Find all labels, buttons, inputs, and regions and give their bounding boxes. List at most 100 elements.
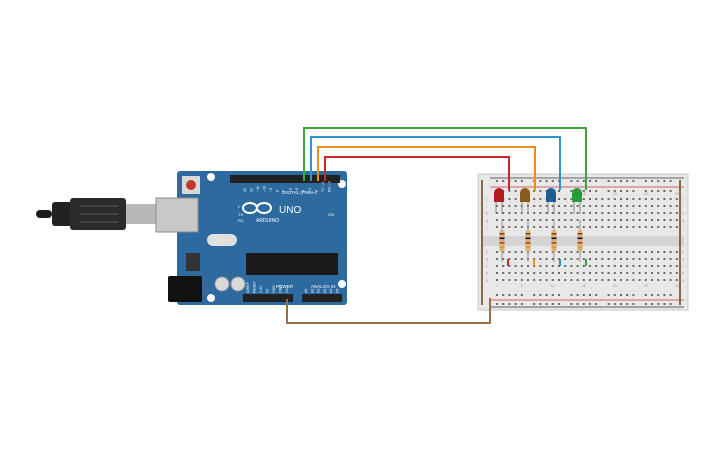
breadboard-hole[interactable] bbox=[632, 180, 635, 182]
breadboard-hole[interactable] bbox=[663, 279, 666, 281]
breadboard-hole[interactable] bbox=[675, 272, 678, 274]
breadboard-hole[interactable] bbox=[669, 180, 672, 182]
breadboard-hole[interactable] bbox=[496, 294, 498, 296]
breadboard-hole[interactable] bbox=[576, 251, 579, 253]
breadboard-hole[interactable] bbox=[564, 279, 567, 281]
breadboard-hole[interactable] bbox=[508, 258, 511, 260]
breadboard-hole[interactable] bbox=[607, 198, 610, 200]
breadboard-hole[interactable] bbox=[576, 272, 579, 274]
breadboard-hole[interactable] bbox=[638, 258, 641, 260]
breadboard-hole[interactable] bbox=[613, 272, 616, 274]
breadboard-hole[interactable] bbox=[638, 198, 641, 200]
breadboard-hole[interactable] bbox=[533, 212, 536, 214]
breadboard-hole[interactable] bbox=[626, 212, 629, 214]
breadboard-hole[interactable] bbox=[558, 303, 560, 305]
breadboard-hole[interactable] bbox=[551, 251, 554, 253]
breadboard-hole[interactable] bbox=[589, 251, 591, 253]
breadboard-hole[interactable] bbox=[576, 265, 579, 267]
breadboard-hole[interactable] bbox=[626, 279, 629, 281]
breadboard-hole[interactable] bbox=[496, 265, 498, 267]
breadboard-hole[interactable] bbox=[613, 198, 616, 200]
breadboard-hole[interactable] bbox=[632, 212, 635, 214]
breadboard-hole[interactable] bbox=[657, 294, 660, 296]
breadboard-hole[interactable] bbox=[502, 303, 505, 305]
breadboard-hole[interactable] bbox=[533, 205, 536, 207]
breadboard-hole[interactable] bbox=[669, 205, 672, 207]
breadboard-hole[interactable] bbox=[564, 272, 567, 274]
breadboard-hole[interactable] bbox=[657, 205, 660, 207]
breadboard-hole[interactable] bbox=[545, 205, 548, 207]
breadboard-hole[interactable] bbox=[551, 219, 554, 221]
breadboard-hole[interactable] bbox=[564, 226, 567, 228]
breadboard-hole[interactable] bbox=[601, 219, 604, 221]
breadboard-hole[interactable] bbox=[657, 272, 660, 274]
breadboard-hole[interactable] bbox=[545, 180, 548, 182]
breadboard-hole[interactable] bbox=[651, 303, 653, 305]
breadboard-hole[interactable] bbox=[669, 212, 672, 214]
breadboard-hole[interactable] bbox=[551, 205, 554, 207]
breadboard-hole[interactable] bbox=[570, 303, 573, 305]
resistor[interactable] bbox=[577, 220, 583, 262]
breadboard-hole[interactable] bbox=[657, 198, 660, 200]
wire-orange[interactable] bbox=[317, 146, 536, 190]
breadboard-hole[interactable] bbox=[657, 219, 660, 221]
breadboard-hole[interactable] bbox=[595, 180, 598, 182]
breadboard-hole[interactable] bbox=[576, 180, 579, 182]
breadboard-hole[interactable] bbox=[582, 279, 585, 281]
breadboard-hole[interactable] bbox=[632, 303, 635, 305]
breadboard-hole[interactable] bbox=[496, 180, 498, 182]
breadboard-hole[interactable] bbox=[508, 212, 511, 214]
breadboard-hole[interactable] bbox=[632, 226, 635, 228]
breadboard-hole[interactable] bbox=[675, 265, 678, 267]
breadboard-hole[interactable] bbox=[651, 272, 653, 274]
resistor[interactable] bbox=[551, 220, 557, 262]
breadboard-hole[interactable] bbox=[551, 212, 554, 214]
breadboard-hole[interactable] bbox=[508, 205, 511, 207]
breadboard-hole[interactable] bbox=[651, 251, 653, 253]
breadboard-hole[interactable] bbox=[644, 303, 647, 305]
breadboard-hole[interactable] bbox=[570, 190, 573, 192]
breadboard-hole[interactable] bbox=[582, 180, 585, 182]
breadboard-hole[interactable] bbox=[613, 279, 616, 281]
breadboard-hole[interactable] bbox=[595, 205, 598, 207]
breadboard-hole[interactable] bbox=[644, 279, 647, 281]
breadboard-hole[interactable] bbox=[551, 279, 554, 281]
breadboard-hole[interactable] bbox=[514, 294, 517, 296]
breadboard-hole[interactable] bbox=[539, 190, 542, 192]
breadboard-hole[interactable] bbox=[589, 180, 591, 182]
breadboard-hole[interactable] bbox=[607, 279, 610, 281]
breadboard-hole[interactable] bbox=[601, 258, 604, 260]
breadboard-hole[interactable] bbox=[582, 303, 585, 305]
breadboard-hole[interactable] bbox=[582, 265, 585, 267]
resistor[interactable] bbox=[499, 220, 505, 262]
breadboard-hole[interactable] bbox=[620, 190, 622, 192]
breadboard-hole[interactable] bbox=[533, 303, 536, 305]
breadboard-hole[interactable] bbox=[607, 205, 610, 207]
breadboard-hole[interactable] bbox=[607, 212, 610, 214]
breadboard-hole[interactable] bbox=[539, 180, 542, 182]
breadboard-hole[interactable] bbox=[657, 265, 660, 267]
breadboard-hole[interactable] bbox=[632, 272, 635, 274]
breadboard-hole[interactable] bbox=[638, 212, 641, 214]
breadboard-hole[interactable] bbox=[589, 265, 591, 267]
breadboard-hole[interactable] bbox=[626, 180, 629, 182]
breadboard-hole[interactable] bbox=[675, 212, 678, 214]
breadboard-hole[interactable] bbox=[551, 180, 554, 182]
breadboard-hole[interactable] bbox=[651, 279, 653, 281]
breadboard-hole[interactable] bbox=[620, 212, 622, 214]
breadboard-hole[interactable] bbox=[595, 219, 598, 221]
breadboard-hole[interactable] bbox=[508, 198, 511, 200]
breadboard-hole[interactable] bbox=[570, 294, 573, 296]
breadboard-hole[interactable] bbox=[675, 219, 678, 221]
breadboard-hole[interactable] bbox=[582, 226, 585, 228]
breadboard-hole[interactable] bbox=[545, 226, 548, 228]
breadboard-hole[interactable] bbox=[620, 205, 622, 207]
breadboard-hole[interactable] bbox=[663, 212, 666, 214]
breadboard-hole[interactable] bbox=[589, 226, 591, 228]
breadboard-hole[interactable] bbox=[589, 198, 591, 200]
breadboard-hole[interactable] bbox=[607, 219, 610, 221]
breadboard-hole[interactable] bbox=[595, 303, 598, 305]
breadboard-hole[interactable] bbox=[620, 294, 622, 296]
breadboard-hole[interactable] bbox=[502, 294, 505, 296]
breadboard-hole[interactable] bbox=[533, 272, 536, 274]
